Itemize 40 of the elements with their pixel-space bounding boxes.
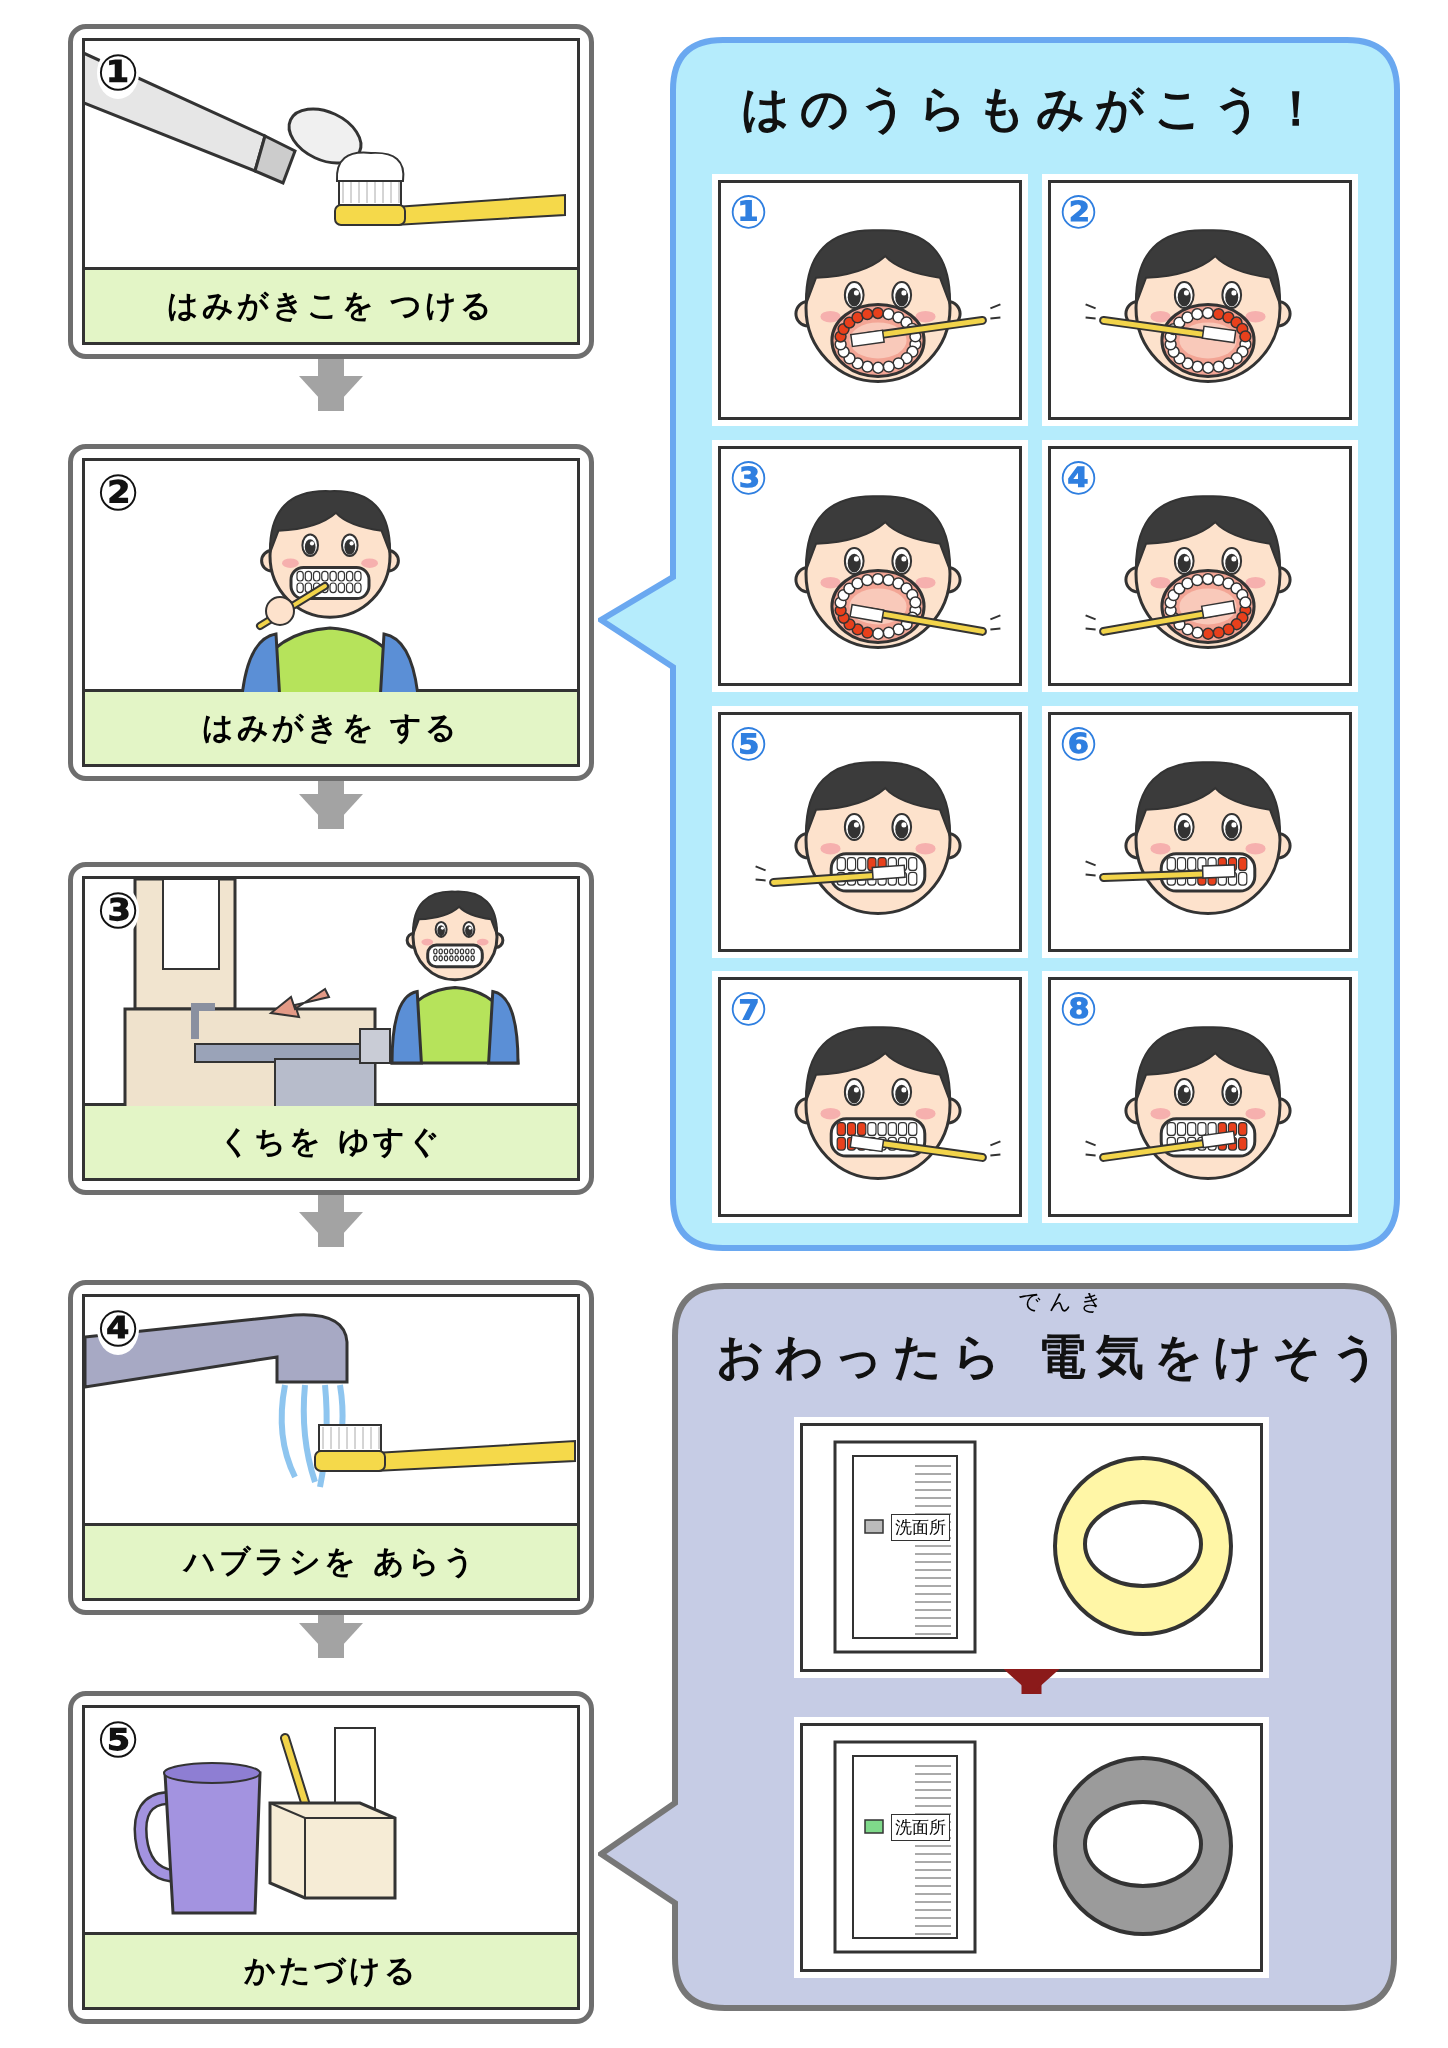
step-panel: [68, 862, 594, 1195]
speech-bubble: [598, 37, 1400, 1251]
bubble-title: はのうらもみがこう！: [739, 79, 1331, 138]
step-caption: くちを ゆすぐ: [219, 1122, 443, 1161]
switch-label: 洗面所: [891, 1514, 950, 1541]
ruby-text: でんき: [1018, 1288, 1111, 1316]
bubble-title: おわったら 電気をけそう: [716, 1327, 1390, 1386]
step-number: ⑧: [1059, 982, 1098, 1036]
arrow: [299, 1615, 363, 1658]
step-panel: [68, 24, 594, 359]
step-caption: かたづける: [243, 1951, 419, 1990]
step-caption: はみがきこを つける: [166, 286, 496, 325]
speech-bubble: [598, 1283, 1397, 2011]
step-number: ③: [729, 451, 768, 505]
arrow: [1003, 1669, 1060, 1694]
illustration-card: [1042, 971, 1358, 1223]
illustration-card: [1042, 174, 1358, 426]
arrow: [299, 1195, 363, 1247]
step-panel: [68, 1280, 594, 1615]
step-caption: ハブラシを あらう: [184, 1542, 478, 1581]
switch-card: [794, 1417, 1269, 1678]
illustration-card: [712, 971, 1028, 1223]
illustration-card: [1042, 706, 1358, 958]
illustration-card: [712, 706, 1028, 958]
arrow: [299, 359, 363, 411]
step-number: ④: [1059, 451, 1098, 505]
switch-card: [794, 1717, 1269, 1978]
illustration-card: [712, 440, 1028, 692]
step-caption: はみがきを する: [201, 708, 461, 747]
arrow: [299, 781, 363, 829]
step-panel: [68, 1691, 594, 2024]
illustration-card: [1042, 440, 1358, 692]
step-number: ①: [729, 185, 768, 239]
step-number: ⑤: [729, 717, 768, 771]
switch-label: 洗面所: [891, 1814, 950, 1841]
step-number: ⑦: [729, 982, 768, 1036]
step-number: ②: [1059, 185, 1098, 239]
illustration-card: [712, 174, 1028, 426]
step-number: ⑥: [1059, 717, 1098, 771]
step-panel: [68, 444, 594, 781]
